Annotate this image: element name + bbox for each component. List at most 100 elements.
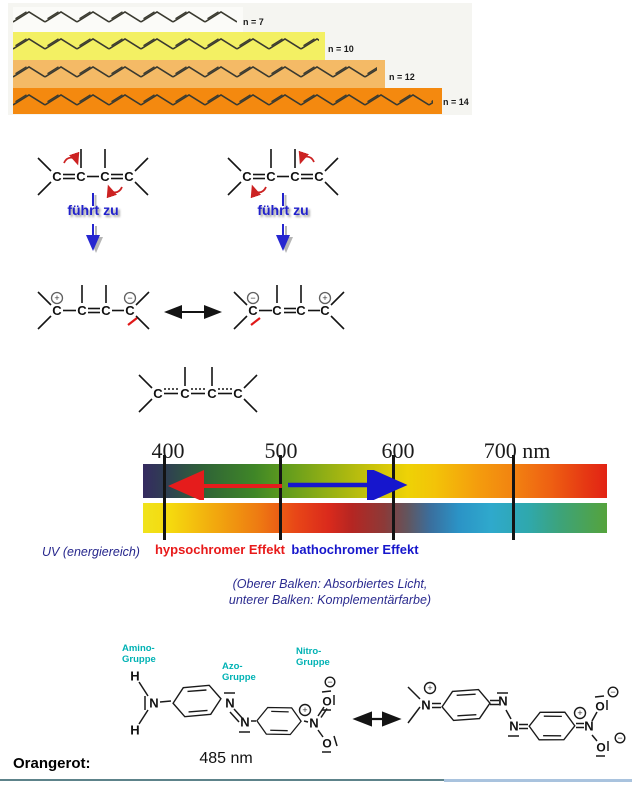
nitro-label-line2: Gruppe	[296, 657, 330, 668]
shift-arrows	[168, 470, 408, 500]
atom-c: C	[296, 303, 306, 318]
azo-label-line1: Azo-	[222, 661, 243, 672]
atom-n: N	[149, 696, 158, 711]
complementary-color-spectrum-bar	[143, 503, 607, 533]
atom-n: N	[584, 719, 593, 734]
amino-group-label: Amino- Gruppe	[122, 643, 156, 665]
atom-n: N	[309, 716, 318, 731]
amino-label-line1: Amino-	[122, 643, 155, 654]
atom-c: C	[180, 386, 190, 401]
plus-charge-icon	[298, 703, 312, 717]
resonance-left	[37, 285, 150, 330]
caption-line-2: unterer Balken: Komplementärfarbe)	[228, 593, 432, 607]
n14-label: n = 14	[443, 97, 469, 107]
plus-sign: +	[427, 683, 432, 693]
minus-sign: −	[327, 677, 332, 687]
atom-c: C	[124, 169, 134, 184]
polyene-chain-n12	[13, 63, 377, 81]
n7-label: n = 7	[243, 17, 264, 27]
footer-rule-right	[444, 779, 632, 782]
azo-dye-diagram: H H N N N N O O + − 485 nm	[130, 669, 626, 767]
minus-sign: −	[250, 293, 255, 303]
minus-sign: −	[127, 293, 132, 303]
atom-o: O	[596, 741, 605, 755]
diene-left	[37, 149, 149, 196]
atom-c: C	[207, 386, 217, 401]
resonance-diagram: C C C C + − C C C C − +	[37, 285, 345, 413]
delocalized-structure	[138, 367, 258, 413]
bathochromic-effect-label: bathochromer Effekt	[291, 542, 419, 557]
caption-line-1: (Oberer Balken: Absorbiertes Licht,	[232, 577, 428, 591]
diene-right	[227, 149, 339, 196]
hypsochromic-effect-label: hypsochromer Effekt	[154, 542, 286, 557]
azo-group-label: Azo- Gruppe	[222, 661, 256, 683]
amino-label-line2: Gruppe	[122, 654, 156, 665]
minus-charge-icon	[123, 291, 137, 305]
polyene-chain-n14	[13, 91, 433, 109]
atom-c: C	[233, 386, 243, 401]
leads-to-label-left: führt zu	[67, 202, 119, 218]
atom-n: N	[498, 694, 507, 709]
atom-c: C	[272, 303, 282, 318]
atom-c: C	[100, 169, 110, 184]
plus-sign: +	[577, 708, 582, 718]
atom-c: C	[77, 303, 87, 318]
spectrum-caption: (Oberer Balken: Absorbiertes Licht, unte…	[160, 576, 500, 608]
atom-n: N	[225, 696, 234, 711]
plus-charge-icon	[50, 291, 64, 305]
tick-700	[512, 455, 515, 540]
atom-c: C	[320, 303, 330, 318]
minus-charge-icon	[324, 676, 336, 688]
absorption-wavelength-label: 485 nm	[199, 750, 252, 767]
azo-label-line2: Gruppe	[222, 672, 256, 683]
plus-sign: +	[322, 293, 327, 303]
minus-charge-icon	[246, 291, 260, 305]
wavelength-400: 400	[151, 438, 185, 463]
plus-charge-icon	[573, 706, 587, 720]
atom-c: C	[101, 303, 111, 318]
lone-pair-red-mark	[250, 317, 261, 326]
minus-sign: −	[617, 733, 622, 743]
nitro-group-label: Nitro- Gruppe	[296, 646, 330, 668]
electron-shift-arrows-right	[250, 150, 315, 199]
nitro-label-line1: Nitro-	[296, 646, 322, 657]
atom-n: N	[509, 719, 518, 734]
atom-c: C	[242, 169, 252, 184]
plus-sign: +	[302, 705, 307, 715]
atom-c: C	[52, 169, 62, 184]
n12-label: n = 12	[389, 72, 415, 82]
atom-c: C	[125, 303, 135, 318]
atom-c: C	[76, 169, 86, 184]
polyene-chain-n7	[13, 8, 237, 26]
azo-molecule-quinoid-form: N N N N O O + + − −	[407, 681, 626, 757]
atom-o: O	[322, 737, 331, 751]
atom-n: N	[240, 715, 249, 730]
atom-o: O	[322, 695, 331, 709]
azo-molecule-ground-state: H H N N N N O O + − 485 nm	[130, 669, 338, 767]
plus-charge-icon	[423, 681, 437, 695]
atom-n: N	[421, 698, 430, 713]
atom-c: C	[52, 303, 62, 318]
electron-shift-arrows-left	[63, 151, 123, 199]
atom-h: H	[130, 723, 139, 738]
tick-500	[279, 455, 282, 540]
lone-pair-red-mark	[127, 317, 138, 326]
atom-c: C	[248, 303, 258, 318]
n10-label: n = 10	[328, 44, 354, 54]
minus-sign: −	[610, 687, 615, 697]
section-title-orangerot: Orangerot:	[13, 755, 91, 772]
mechanism-diagram: C C C C C C C C	[37, 149, 339, 253]
atom-c: C	[314, 169, 324, 184]
plus-charge-icon	[318, 291, 332, 305]
polyene-chain-n10	[13, 35, 319, 53]
atom-h: H	[130, 669, 139, 684]
wavelength-700nm: 700 nm	[483, 438, 551, 463]
leads-to-label-right: führt zu	[257, 202, 309, 218]
footer-rule-left	[0, 779, 444, 781]
minus-charge-icon	[607, 686, 619, 698]
plus-sign: +	[54, 293, 59, 303]
wavelength-600: 600	[381, 438, 415, 463]
atom-c: C	[266, 169, 276, 184]
atom-c: C	[290, 169, 300, 184]
